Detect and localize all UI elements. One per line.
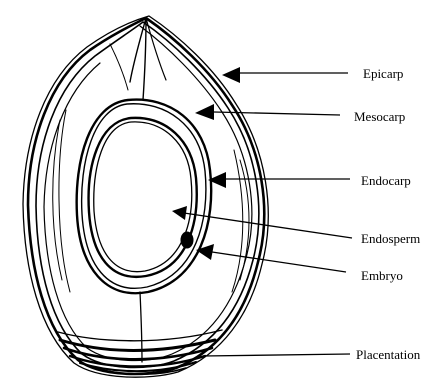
label-endocarp: Endocarp: [361, 173, 411, 188]
embryo-shape: [181, 232, 194, 249]
epicarp-outline: [23, 16, 268, 377]
mesocarp-arrowhead: [195, 104, 214, 120]
placentation-leader-line: [203, 354, 350, 356]
label-endosperm: Endosperm: [361, 231, 420, 246]
labels: Epicarp Mesocarp Endocarp Endosperm Embr…: [354, 66, 421, 362]
label-embryo: Embryo: [361, 268, 403, 283]
endocarp-ring: [89, 118, 197, 277]
label-epicarp: Epicarp: [363, 66, 403, 81]
label-mesocarp: Mesocarp: [354, 109, 405, 124]
endosperm-arrowhead: [172, 206, 187, 220]
epicarp-arrowhead: [222, 67, 240, 83]
embryo-leader-line: [212, 252, 346, 272]
mesocarp-ring: [77, 100, 212, 294]
label-placentation: Placentation: [356, 347, 421, 362]
leaders: [172, 67, 352, 356]
fruit-drawing: [23, 16, 268, 377]
